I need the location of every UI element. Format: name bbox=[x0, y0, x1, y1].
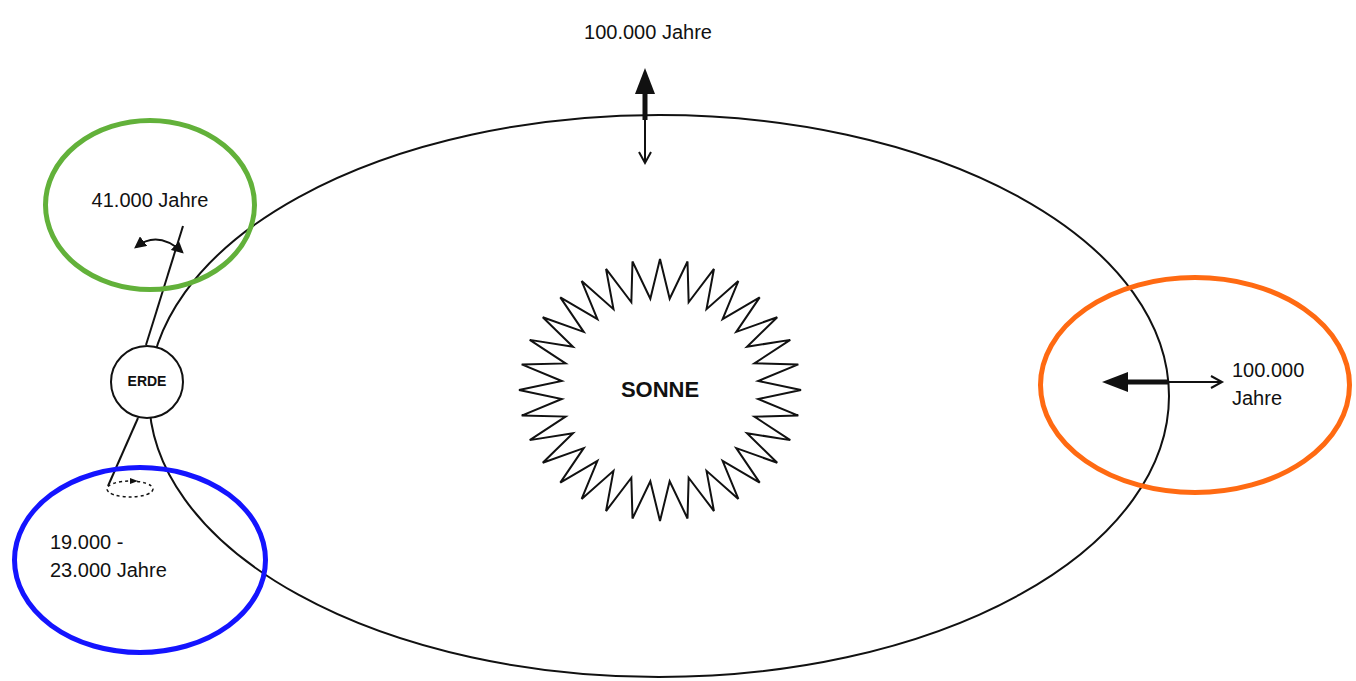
sun-rays bbox=[519, 259, 801, 521]
tilt-arrow bbox=[136, 240, 182, 252]
arrowhead bbox=[635, 68, 655, 94]
period-label: 100.000 Jahre bbox=[1232, 356, 1322, 412]
arrow-shaft bbox=[643, 92, 648, 120]
highlight-ellipse: 100.000 Jahre bbox=[1038, 275, 1352, 495]
earth-orbit bbox=[149, 115, 1169, 677]
sun-symbol: SONNE bbox=[515, 255, 805, 525]
period-label: 100.000 Jahre bbox=[584, 18, 712, 46]
highlight-ellipse: 41.000 Jahre bbox=[43, 118, 257, 292]
arrow-shaft bbox=[1126, 380, 1168, 385]
arrow-shaft bbox=[644, 118, 646, 162]
arrowhead bbox=[1211, 376, 1222, 388]
sun-label: SONNE bbox=[621, 375, 699, 406]
highlight-ellipse: 19.000 - 23.000 Jahre bbox=[12, 465, 268, 655]
earth-label: ERDE bbox=[128, 372, 167, 392]
arrowhead bbox=[1102, 372, 1128, 392]
period-label: 41.000 Jahre bbox=[92, 186, 209, 214]
period-label: 19.000 - 23.000 Jahre bbox=[50, 528, 178, 584]
node-outline bbox=[1038, 275, 1352, 495]
outline-ellipse bbox=[46, 121, 255, 290]
arrowhead bbox=[130, 478, 138, 484]
outline-ellipse bbox=[111, 346, 183, 418]
arrow-shaft bbox=[1166, 381, 1222, 383]
earth-circle: ERDE bbox=[110, 345, 184, 419]
outline-ellipse bbox=[15, 468, 266, 653]
outline-ellipse bbox=[1041, 278, 1350, 493]
arrowhead bbox=[639, 152, 651, 163]
precession-axis bbox=[108, 418, 138, 486]
